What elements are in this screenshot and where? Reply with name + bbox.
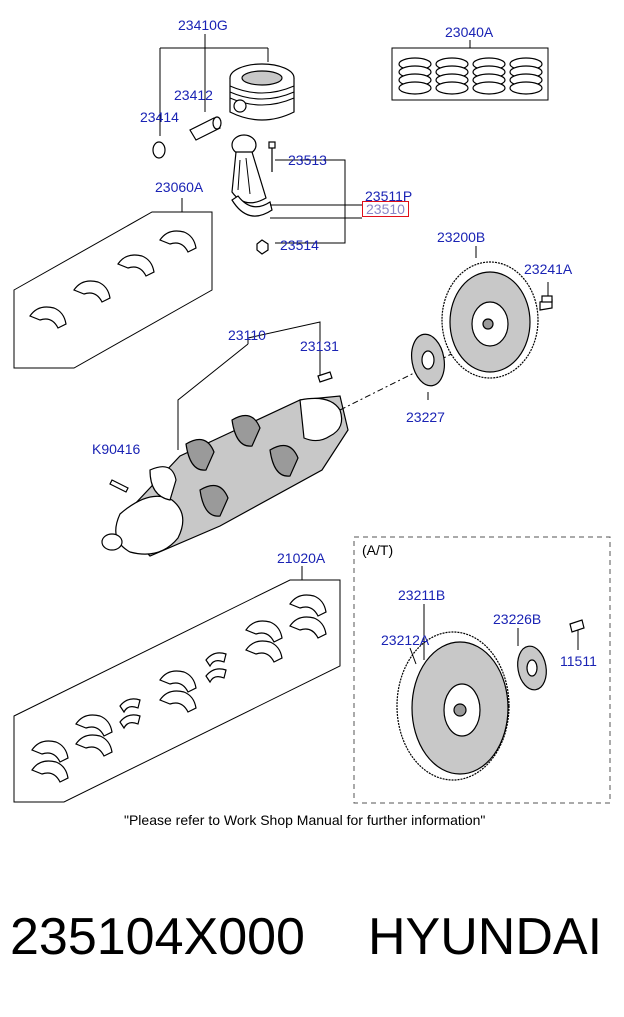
rod-bearing-set bbox=[13, 198, 213, 369]
label-23514: 23514 bbox=[280, 237, 319, 253]
flywheel bbox=[441, 246, 539, 379]
label-23040A: 23040A bbox=[445, 24, 494, 40]
adapter-plate bbox=[411, 333, 445, 400]
piston-pin bbox=[189, 116, 222, 141]
engine-parts-diagram bbox=[13, 34, 611, 804]
label-23410G: 23410G bbox=[178, 17, 228, 33]
part-number: 235104X000 bbox=[10, 908, 305, 966]
label-23060A: 23060A bbox=[155, 179, 204, 195]
label-23212A: 23212A bbox=[381, 632, 430, 648]
label-23226B: 23226B bbox=[493, 611, 542, 627]
label-23241A: 23241A bbox=[524, 261, 573, 277]
flywheel-bolt bbox=[539, 282, 553, 311]
at-bolt bbox=[569, 619, 585, 650]
rod-nut bbox=[256, 239, 269, 255]
at-section-box bbox=[353, 536, 611, 804]
label-11511: 11511 bbox=[560, 653, 597, 669]
piston bbox=[229, 63, 295, 121]
piston-ring-set bbox=[391, 40, 549, 101]
label-23412: 23412 bbox=[174, 87, 213, 103]
label-23131: 23131 bbox=[300, 338, 339, 354]
label-K90416: K90416 bbox=[92, 441, 141, 457]
at-adapter-plate bbox=[517, 628, 547, 691]
snap-ring bbox=[152, 141, 166, 159]
main-bearing-set bbox=[13, 566, 341, 803]
label-23511P: 23511P bbox=[365, 188, 413, 204]
drive-plate bbox=[396, 604, 510, 781]
crankshaft-leader bbox=[177, 321, 321, 450]
piston-kit-leader bbox=[159, 34, 269, 136]
label-23510-highlighted[interactable]: 23510 bbox=[362, 201, 409, 217]
label-at: (A/T) bbox=[362, 542, 394, 558]
label-23200B: 23200B bbox=[437, 229, 486, 245]
label-23414: 23414 bbox=[140, 109, 179, 125]
crankshaft bbox=[101, 317, 521, 557]
workshop-manual-note: "Please refer to Work Shop Manual for fu… bbox=[124, 812, 486, 828]
dowel-pin bbox=[109, 371, 333, 493]
connecting-rod bbox=[231, 134, 362, 244]
label-23110: 23110 bbox=[228, 327, 266, 343]
label-21020A: 21020A bbox=[277, 550, 326, 566]
brand-name: HYUNDAI bbox=[368, 908, 603, 966]
label-23211B: 23211B bbox=[398, 587, 446, 603]
label-23513: 23513 bbox=[288, 152, 327, 168]
label-23227: 23227 bbox=[406, 409, 445, 425]
